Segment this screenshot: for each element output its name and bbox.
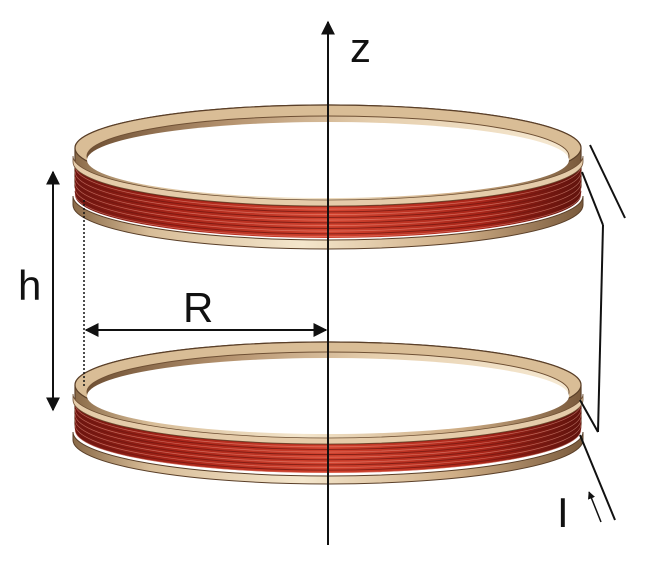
current-arrow — [588, 491, 602, 523]
radius-label: R — [183, 284, 213, 331]
axis-label-z: z — [350, 24, 371, 71]
height-label: h — [18, 262, 41, 309]
connecting-wires — [579, 144, 626, 521]
current-label: I — [557, 489, 569, 536]
top-coil — [72, 104, 584, 250]
